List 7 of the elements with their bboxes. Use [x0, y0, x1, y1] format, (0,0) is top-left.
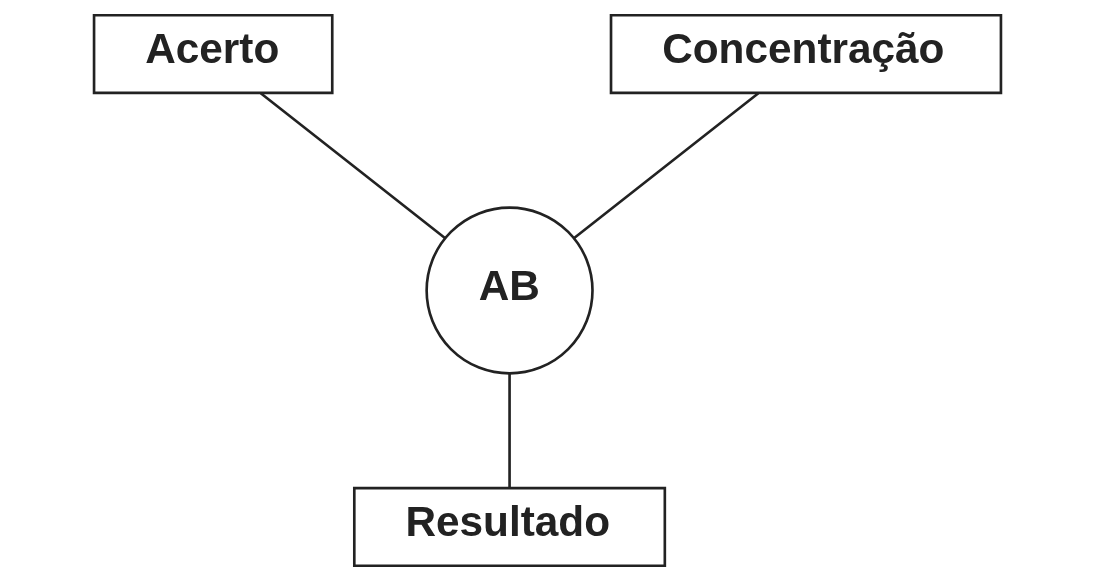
node-box: Resultado: [352, 486, 667, 568]
node-box: Concentração: [609, 13, 1003, 95]
connector: [508, 373, 511, 488]
node-box: Acerto: [92, 13, 334, 95]
node-circle: AB: [425, 206, 594, 375]
connector: [259, 92, 446, 239]
connector: [573, 92, 760, 239]
